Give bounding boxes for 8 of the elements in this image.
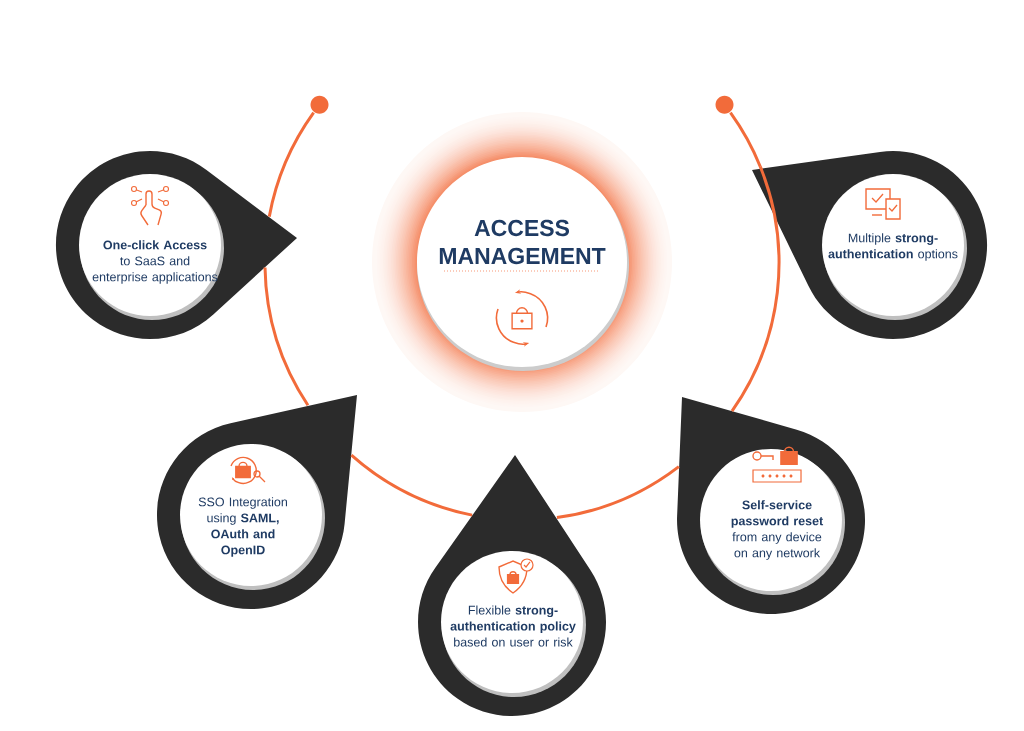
arc-line [263,267,310,407]
arc-line [556,465,680,520]
arc-line [350,454,473,517]
arc-line [730,166,781,412]
arc-line [729,111,762,168]
end-dot [715,95,734,114]
end-dot [310,95,329,114]
arc-line [267,111,315,217]
